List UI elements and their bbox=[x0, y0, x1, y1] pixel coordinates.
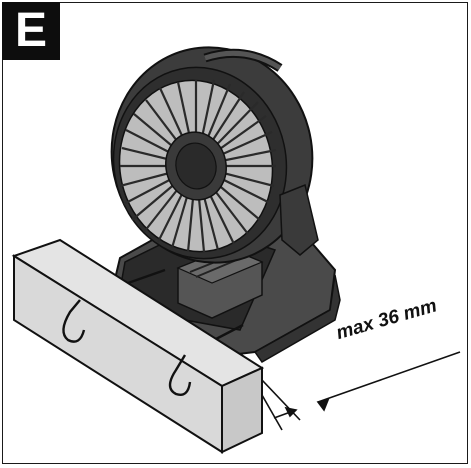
hook bbox=[62, 299, 192, 396]
dimension-arrow bbox=[261, 351, 461, 431]
figure-label: E bbox=[2, 2, 60, 60]
wooden-board bbox=[11, 238, 265, 454]
figure-border bbox=[2, 2, 468, 464]
fan-housing bbox=[110, 46, 319, 264]
